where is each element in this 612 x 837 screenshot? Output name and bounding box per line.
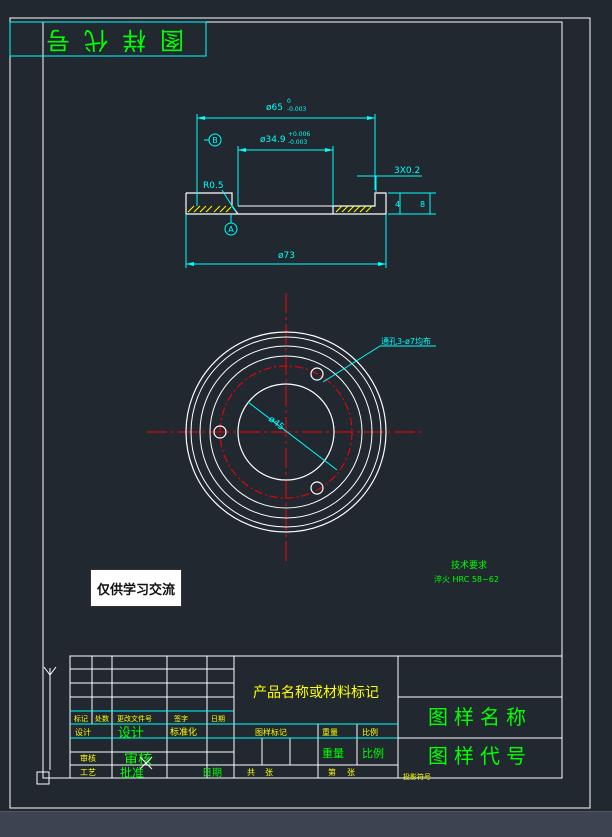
label-scale: 比例 — [362, 727, 378, 737]
outer-circle-2 — [190, 336, 382, 528]
outer-circle — [185, 331, 387, 533]
hatch-left — [187, 205, 232, 213]
dim-chamfer-label: 3X0.2 — [394, 166, 420, 176]
row-label-date: 日期 — [211, 715, 225, 723]
drawing-name: 图样名称 — [428, 705, 532, 729]
hatch-right — [335, 205, 373, 213]
dim-d65-tol-upper: 0 — [287, 98, 291, 105]
label-design: 设计 — [75, 727, 91, 737]
study-note-box: 仅供学习交流 — [90, 569, 182, 607]
label-approve: 批准 — [120, 765, 144, 780]
dim-d65 — [196, 114, 376, 206]
label-stage: 图样标记 — [255, 727, 287, 737]
dim-d65-label: ø65 — [266, 103, 283, 113]
inner-circle-2 — [209, 355, 363, 509]
section-view: ø65 0 -0.003 ø34.9 +0.006 -0.003 B 3X0.2 — [185, 98, 436, 268]
holes-note-leader — [322, 345, 381, 383]
sheet-outer-border — [9, 17, 591, 809]
title-footer: 投影符号 — [403, 772, 431, 781]
title-cross-2 — [139, 756, 153, 770]
dim-chamfer — [357, 175, 422, 192]
mid-circle — [199, 345, 373, 519]
plan-view: ø45 通孔3-ø7均布 — [147, 293, 436, 565]
top-stamp-box — [9, 21, 207, 57]
label-total: 共 — [247, 768, 255, 777]
dim-radius-leader — [221, 189, 237, 213]
dim-d65-tol-lower: -0.003 — [287, 106, 307, 113]
label-approve-script: 日期 — [202, 767, 222, 779]
row-label-doc: 更改文件号 — [117, 714, 152, 723]
dim-d45-label: ø45 — [266, 414, 286, 432]
datum-b-label: B — [212, 136, 218, 145]
dim-radius-label: R0.5 — [203, 181, 224, 191]
dim-d34-tol-upper: +0.006 — [288, 131, 310, 138]
row-label-sign: 签字 — [174, 714, 188, 723]
hole-3 — [310, 481, 324, 495]
label-standard: 标准化 — [170, 726, 197, 738]
hole-1 — [310, 367, 324, 381]
holes-note-label: 通孔3-ø7均布 — [381, 336, 431, 346]
bore-circle — [237, 383, 335, 481]
label-craft: 工艺 — [80, 768, 96, 777]
tech-req-line1: 淬火 HRC 58~62 — [434, 574, 499, 584]
pcd-circle — [219, 365, 353, 499]
hole-2 — [213, 425, 227, 439]
top-stamp-text: 图样代号 — [32, 26, 184, 54]
dim-d73-label: ø73 — [278, 251, 295, 261]
dim-d34 — [237, 146, 334, 206]
row-label-count: 处数 — [95, 714, 109, 723]
dim-d34-tol-lower: -0.003 — [288, 139, 308, 146]
dim-h4-label: 4 — [395, 200, 400, 209]
dim-d73 — [185, 214, 387, 268]
tech-req-title: 技术要求 — [451, 559, 487, 571]
dim-h8-label: 8 — [420, 200, 425, 209]
label-check: 审核 — [80, 753, 96, 763]
dim-d34-label: ø34.9 — [260, 135, 286, 145]
dim-d45-line — [247, 401, 338, 471]
dim-heights — [388, 192, 436, 215]
label-weight: 重量 — [322, 727, 338, 737]
ucs-icon — [36, 666, 57, 785]
label-sheet: 第 — [328, 767, 336, 777]
section-outline — [185, 192, 387, 215]
status-bar — [0, 811, 612, 837]
title-block-grid-highlight — [70, 710, 398, 739]
label-design-script: 设计 — [118, 726, 144, 741]
label-sheet-no: 张 — [347, 768, 355, 777]
row-label-mark: 标记 — [74, 714, 88, 723]
label-weight-script: 重量 — [322, 746, 344, 760]
drawing-code: 图样代号 — [428, 744, 532, 768]
datum-a-label: A — [228, 225, 234, 234]
label-scale-script: 比例 — [362, 746, 384, 760]
label-total-sheets: 张 — [265, 768, 273, 777]
product-name: 产品名称或材料标记 — [253, 685, 379, 701]
